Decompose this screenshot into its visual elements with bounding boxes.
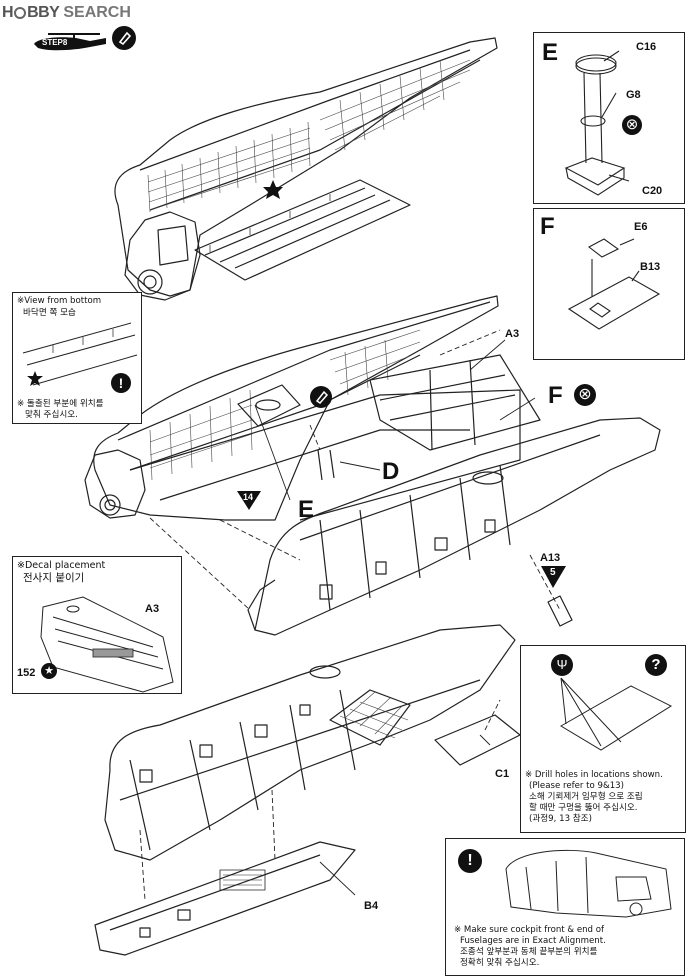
star-icon: [263, 180, 283, 199]
detail-e-drawing: [564, 50, 630, 196]
right-fuselage-half: [369, 354, 541, 451]
part-label-c20: C20: [642, 185, 663, 197]
triangle-marker-14: [237, 491, 261, 510]
view-bottom-title: ※View from bottom: [17, 296, 102, 306]
decal-placement-box: ※Decal placement 전사지 붙이기 A3 152 ★: [12, 556, 182, 694]
drill-icon: Ψ: [551, 654, 573, 676]
caution-icon: !: [111, 373, 131, 393]
glue-icon: [112, 26, 136, 50]
view-bottom-note-1: ※ 돌출된 부분에 위치를: [17, 399, 104, 409]
label-b4: B4: [364, 900, 379, 912]
detail-e-title: E: [542, 39, 559, 66]
decal-part-label: A3: [145, 603, 160, 615]
floor-panel: [194, 179, 411, 281]
view-from-bottom-box: ※View from bottom 바닥면 쪽 모습 ! ※ 돌출된 부분에 위…: [12, 292, 142, 424]
alignment-drawing: [505, 849, 672, 918]
decal-title-ko: 전사지 붙이기: [23, 572, 85, 584]
hobby-search-watermark: H BBY SEARCH: [2, 4, 131, 21]
label-e: E: [298, 496, 315, 523]
view-bottom-note-2: 맞춰 주십시오.: [25, 410, 78, 420]
part-label-c16: C16: [636, 41, 657, 53]
decal-drawing: [40, 596, 174, 693]
marker-14-label: 14: [243, 492, 254, 502]
no-glue-icon: ⊗: [622, 115, 642, 135]
label-c1: C1: [495, 768, 510, 780]
align-note-1: ※ Make sure cockpit front & end of: [454, 925, 605, 935]
drill-holes-box: Ψ ? ※ Drill holes in locations shown. (P…: [520, 645, 686, 833]
cockpit-assembly-top: [124, 211, 201, 301]
glue-icon-2: [310, 386, 332, 408]
marker-5-label: 5: [550, 567, 556, 578]
triangle-marker-5: [541, 566, 566, 588]
view-bottom-drawing: [22, 322, 138, 386]
part-label-g8: G8: [626, 89, 641, 101]
part-label-e6: E6: [634, 221, 648, 233]
part-a13: [547, 595, 573, 627]
detail-box-e: E C16 G8 ⊗ C20: [533, 32, 685, 204]
caution-icon-2: !: [458, 849, 482, 873]
drill-note-4: 할 때만 구멍을 뚫어 주십시오.: [529, 803, 638, 813]
fuselage-shell-middle: [254, 417, 661, 636]
logo-o-icon: [14, 7, 27, 19]
upper-fuselage-half: [114, 37, 498, 297]
drill-note-3: 소해 기뢰제거 임무형 으로 조립: [529, 792, 643, 802]
no-glue-icon-f: ⊗: [574, 384, 596, 406]
step-label: STEP8: [42, 38, 68, 47]
lower-fuselage: [104, 624, 516, 861]
alignment-note-box: ! ※ Make sure cockpit front & end of Fus…: [445, 838, 685, 976]
question-icon: ?: [645, 654, 667, 676]
drill-note-2: (Please refer to 9&13): [529, 781, 624, 791]
drill-drawing: [560, 677, 673, 751]
label-f: F: [548, 382, 563, 409]
align-note-3: 조종석 앞부분과 동체 끝부분의 위치를: [460, 947, 598, 957]
align-note-4: 정확히 맞춰 주십시오.: [460, 958, 540, 968]
label-a3: A3: [505, 328, 520, 340]
decal-number: 152: [17, 667, 36, 679]
step-badge: STEP8: [28, 30, 108, 54]
detail-f-title: F: [540, 213, 555, 240]
panel-c1: [434, 714, 521, 766]
label-d: D: [382, 458, 400, 485]
part-label-b13: B13: [640, 261, 661, 273]
label-a13: A13: [540, 552, 561, 564]
drill-note-5: (과정9, 13 참조): [529, 814, 592, 824]
drill-note-1: ※ Drill holes in locations shown.: [525, 770, 663, 780]
marker-12-label: 12: [646, 323, 657, 333]
detail-box-f: F E6 B13: [533, 208, 685, 360]
detail-f-drawing: [567, 238, 661, 330]
view-bottom-title-ko: 바닥면 쪽 모습: [23, 308, 76, 318]
bottom-panel-b4: [94, 841, 356, 956]
helicopter-icon: [34, 33, 106, 51]
middle-fuselage-half: [93, 295, 499, 521]
align-note-2: Fuselages are in Exact Alignment.: [460, 936, 606, 946]
decal-title: ※Decal placement: [17, 560, 106, 571]
decal-star-icon: ★: [41, 663, 57, 679]
